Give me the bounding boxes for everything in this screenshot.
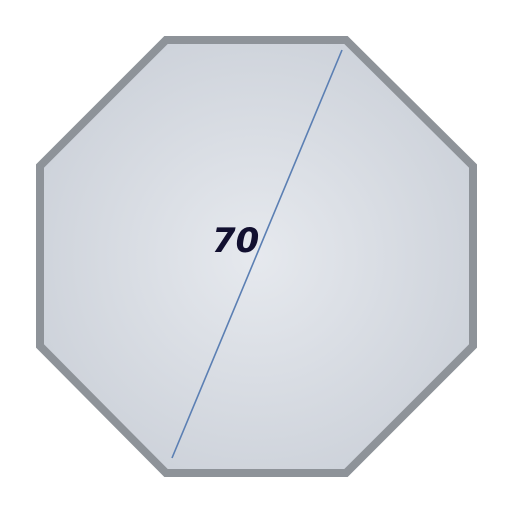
diagonal-length-label: 70 [212,221,259,261]
diagonal-line [171,49,343,459]
